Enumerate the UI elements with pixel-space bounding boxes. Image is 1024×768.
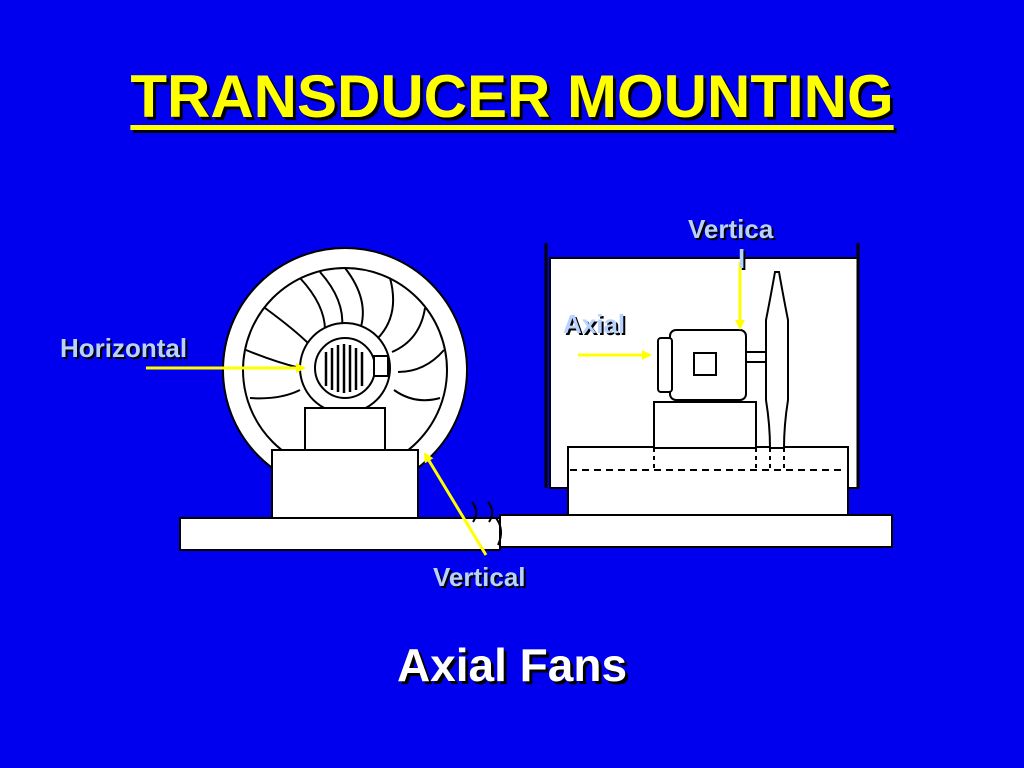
mounting-arrows <box>146 262 745 556</box>
right-base-platform <box>499 514 893 548</box>
label-vertical-top-line1: Vertica <box>688 214 774 244</box>
slide-caption: Axial Fans <box>396 639 628 691</box>
break-mark-left <box>471 501 478 523</box>
label-vertical-top-line2: l <box>738 244 746 274</box>
right-motor-pedestal <box>653 401 757 449</box>
label-vertical-bottom: Vertical <box>433 562 526 592</box>
label-horizontal: Horizontal <box>60 333 188 363</box>
motor-terminal-box <box>693 352 717 376</box>
fan-end-view <box>179 247 501 551</box>
motor-end-cap <box>657 337 673 393</box>
right-fan-stand <box>567 446 849 516</box>
motor-pedestal <box>304 407 386 451</box>
motor-grille-bars <box>324 344 364 393</box>
fan-impeller <box>765 271 789 449</box>
break-mark-right <box>495 517 502 546</box>
motor-shaft <box>745 351 769 363</box>
vertical-bottom-arrow <box>423 452 488 556</box>
fan-side-view <box>495 243 893 548</box>
junction-box <box>373 355 389 377</box>
slide-title: TRANSDUCER MOUNTING <box>130 63 894 130</box>
fan-stand <box>271 449 419 519</box>
left-base-platform <box>179 517 501 551</box>
label-axial: Axial <box>563 309 626 339</box>
